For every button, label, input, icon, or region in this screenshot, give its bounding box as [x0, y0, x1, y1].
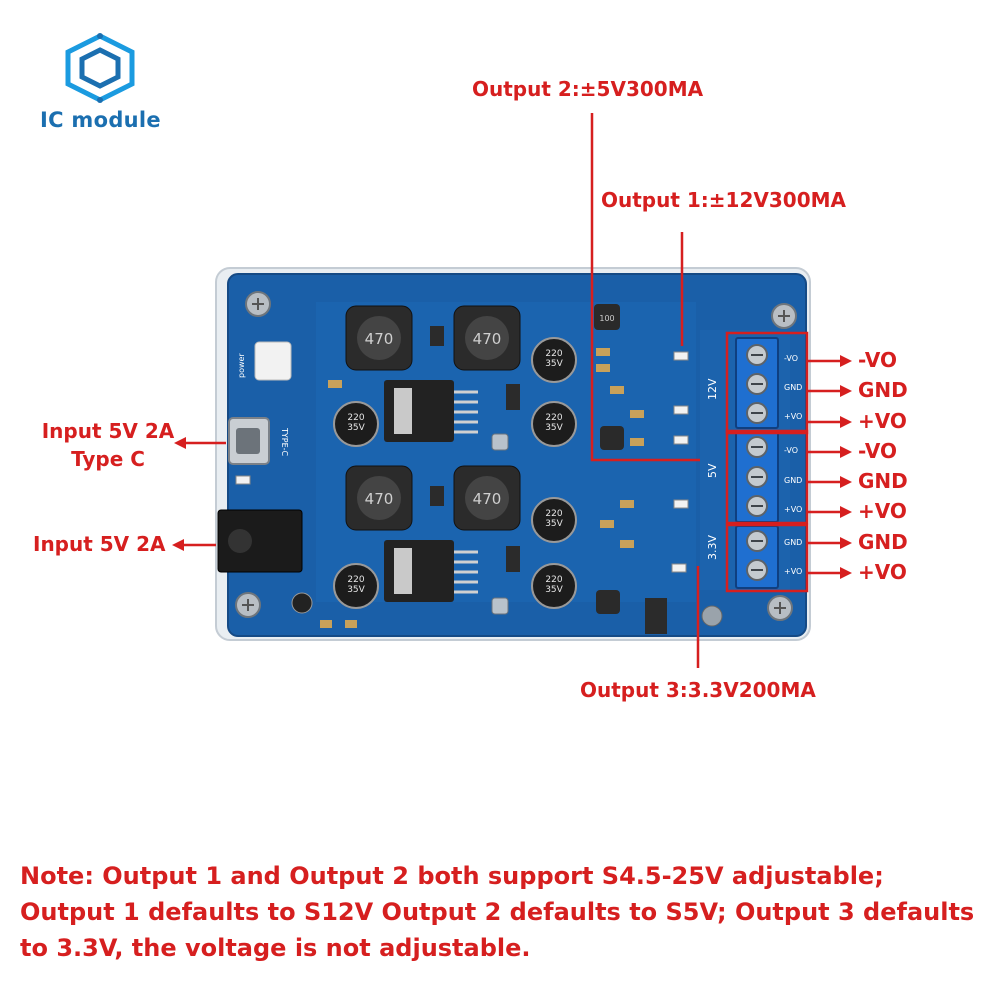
svg-text:GND: GND: [784, 538, 802, 547]
input-typec-line1: Input 5V 2A: [41, 419, 175, 443]
svg-text:GND: GND: [784, 383, 802, 392]
svg-text:35V: 35V: [545, 423, 563, 433]
small-inductor: [594, 304, 624, 614]
svg-text:TYPE-C: TYPE-C: [280, 427, 289, 457]
output1-label: Output 1:±12V300MA: [601, 188, 846, 212]
svg-text:12V: 12V: [706, 378, 719, 400]
annotation-box: [725, 331, 809, 593]
terminal-label: -VO: [858, 439, 897, 463]
brand-name: IC module: [40, 108, 161, 132]
leader-line: [182, 113, 842, 668]
input-typec-label: Input 5V 2A Type C: [38, 417, 178, 473]
terminal-label: +VO: [858, 499, 907, 523]
output2-label: Output 2:±5V300MA: [472, 77, 704, 101]
svg-text:-VO: -VO: [784, 446, 798, 455]
terminal-label: GND: [858, 530, 908, 554]
svg-text:470: 470: [473, 330, 502, 348]
potentiometer: [491, 433, 509, 615]
electrolytic-capacitor: [333, 337, 577, 609]
input-dc-label: Input 5V 2A: [33, 532, 166, 556]
svg-text:220: 220: [545, 509, 562, 519]
svg-text:GND: GND: [784, 476, 802, 485]
svg-text:5V: 5V: [706, 463, 719, 478]
svg-text:35V: 35V: [545, 585, 563, 595]
svg-text:power: power: [237, 353, 246, 378]
hexagon-logo-icon: [65, 33, 135, 103]
svg-text:220: 220: [545, 413, 562, 423]
terminal-label: -VO: [858, 348, 897, 372]
note-line: Note: Output 1 and Output 2 both support…: [20, 862, 884, 890]
dc-barrel-jack: [217, 509, 303, 573]
note-line: Output 1 defaults to S12V Output 2 defau…: [20, 898, 975, 926]
svg-text:220: 220: [545, 575, 562, 585]
svg-text:+VO: +VO: [784, 567, 802, 576]
svg-text:470: 470: [473, 490, 502, 508]
svg-text:220: 220: [545, 349, 562, 359]
arrow-icon: [172, 355, 852, 579]
terminal-label: GND: [858, 469, 908, 493]
input-typec-line2: Type C: [71, 447, 145, 471]
terminal-label: GND: [858, 378, 908, 402]
status-led: [235, 351, 689, 573]
power-button: [254, 341, 292, 381]
svg-text:35V: 35V: [545, 519, 563, 529]
svg-text:35V: 35V: [545, 359, 563, 369]
svg-text:35V: 35V: [347, 585, 365, 595]
output3-label: Output 3:3.3V200MA: [580, 678, 816, 702]
svg-text:220: 220: [347, 413, 364, 423]
svg-text:+VO: +VO: [784, 505, 802, 514]
svg-text:220: 220: [347, 575, 364, 585]
svg-text:35V: 35V: [347, 423, 365, 433]
svg-text:+VO: +VO: [784, 412, 802, 421]
svg-text:-VO: -VO: [784, 354, 798, 363]
svg-text:470: 470: [365, 330, 394, 348]
svg-text:100: 100: [599, 314, 614, 323]
svg-text:470: 470: [365, 490, 394, 508]
terminal-label: +VO: [858, 409, 907, 433]
note-line: to 3.3V, the voltage is not adjustable.: [20, 934, 531, 962]
small-capacitor: [291, 592, 313, 614]
note-text: Note: Output 1 and Output 2 both support…: [20, 858, 985, 966]
svg-text:3.3V: 3.3V: [706, 535, 719, 560]
terminal-label: +VO: [858, 560, 907, 584]
